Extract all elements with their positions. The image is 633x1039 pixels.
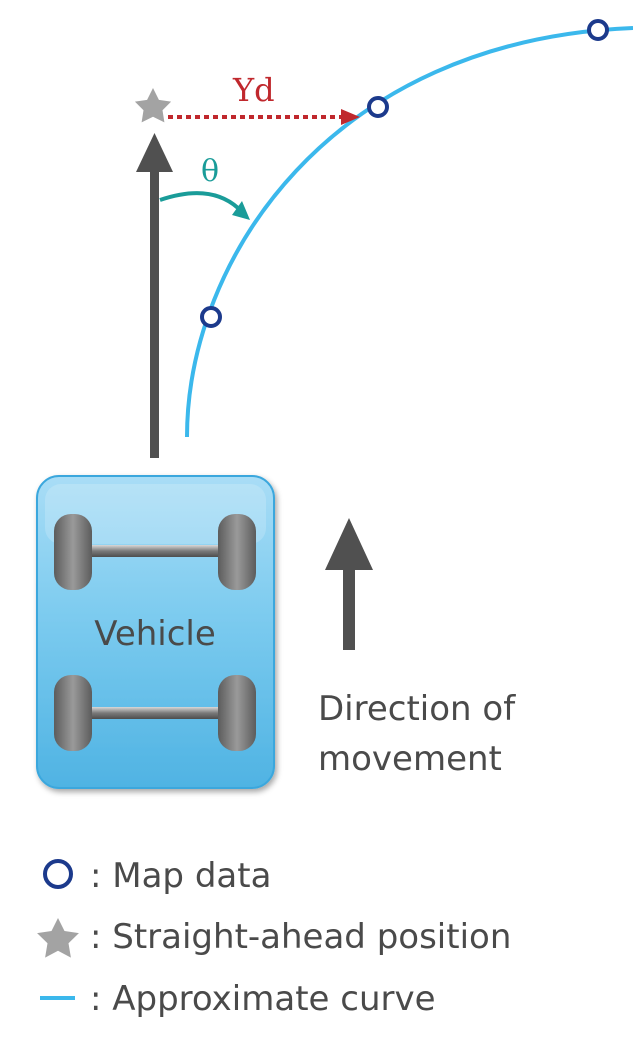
- direction-arrow: [325, 518, 373, 650]
- legend-map-data: : Map data: [90, 856, 271, 896]
- theta-label: θ: [201, 154, 219, 189]
- map-data-point: [587, 19, 609, 41]
- map-data-circle-icon: [43, 859, 73, 889]
- front-axle: [82, 545, 232, 557]
- theta-arrow: [159, 191, 250, 220]
- legend-straight-ahead: : Straight-ahead position: [90, 917, 511, 957]
- vehicle-label: Vehicle: [94, 614, 216, 654]
- front-right-wheel: [218, 514, 256, 590]
- straight-ahead-star-icon: [134, 88, 172, 123]
- straight-ahead-legend-star-icon: [37, 918, 79, 958]
- heading-arrow: [136, 133, 173, 458]
- rear-right-wheel: [218, 675, 256, 751]
- yd-label: Yd: [232, 71, 275, 109]
- direction-label-line2: movement: [318, 739, 502, 779]
- yd-arrow: [168, 109, 360, 125]
- rear-left-wheel: [54, 675, 92, 751]
- map-data-point: [200, 306, 222, 328]
- vehicle: [36, 475, 275, 789]
- legend: : Map data : Straight-ahead position : A…: [37, 856, 511, 1019]
- direction-label-line1: Direction of: [318, 689, 516, 729]
- rear-axle: [82, 707, 232, 719]
- approximate-curve: [185, 26, 633, 438]
- legend-approximate-curve: : Approximate curve: [90, 979, 436, 1019]
- front-left-wheel: [54, 514, 92, 590]
- map-data-point: [367, 96, 389, 118]
